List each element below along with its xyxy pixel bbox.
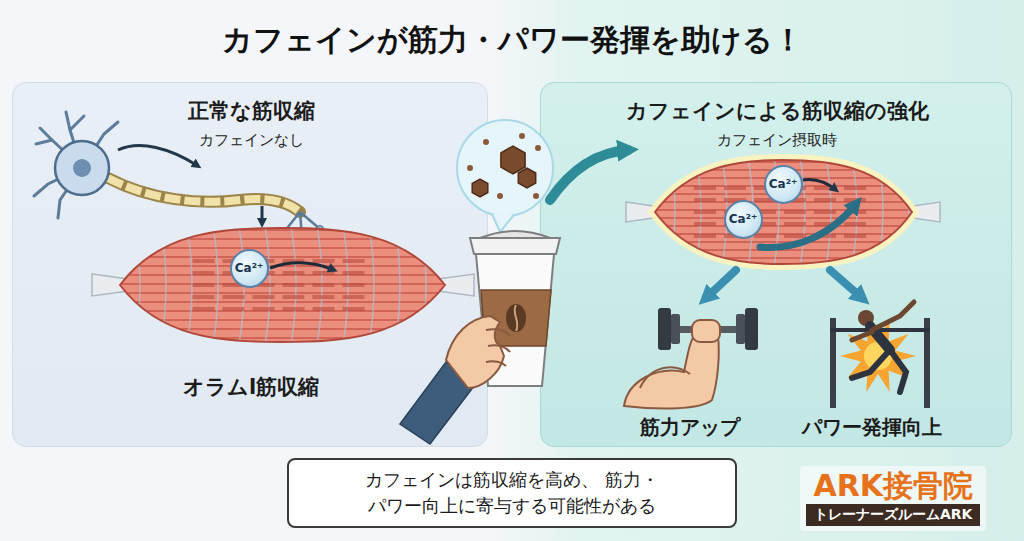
drawing-part	[533, 193, 539, 199]
drawing-part	[519, 133, 525, 139]
ion-symbol: Ca²⁺	[729, 212, 758, 226]
drawing-part	[501, 146, 525, 174]
calcium-ion: Ca²⁺	[724, 200, 763, 239]
drawing-part	[497, 193, 503, 199]
drawing-part	[492, 214, 514, 232]
diagram-title: カフェインが筋力・パワー発揮を助ける！	[0, 20, 1024, 61]
summary-caption: カフェインは筋収縮を高め、 筋力・パワー向上に寄与する可能性がある	[287, 458, 737, 528]
hand	[486, 329, 510, 366]
drawing-part	[515, 305, 518, 331]
panel-subheading: カフェインなし	[21, 131, 481, 150]
ion-symbol: Ca²⁺	[235, 261, 264, 275]
logo-name: ARK接骨院	[813, 469, 973, 502]
result-label: 筋力アップ	[580, 414, 800, 441]
comparison-panel: 正常な筋収縮カフェインなしオラムl筋収縮 Ca²⁺	[12, 82, 488, 447]
panel-heading: カフェインによる筋収縮の強化	[549, 97, 1005, 125]
panel-subheading: カフェイン摂取時	[549, 131, 1005, 150]
panel-heading: 正常な筋収縮	[21, 97, 481, 125]
calcium-ion: Ca²⁺	[764, 165, 803, 204]
result-label: パワー発揮向上	[762, 414, 982, 441]
logo-subtitle: トレーナーズルームARK	[806, 504, 980, 526]
calcium-ion: Ca²⁺	[230, 249, 269, 288]
ion-symbol: Ca²⁺	[769, 177, 798, 191]
drawing-part	[506, 304, 526, 332]
clinic-logo: ARK接骨院トレーナーズルームARK	[800, 466, 986, 531]
drawing-part	[518, 168, 535, 188]
comparison-panel: カフェインによる筋収縮の強化カフェイン摂取時 Ca²⁺ Ca²⁺	[540, 82, 1012, 447]
panel-footer-text: オラムl筋収縮	[21, 373, 481, 401]
